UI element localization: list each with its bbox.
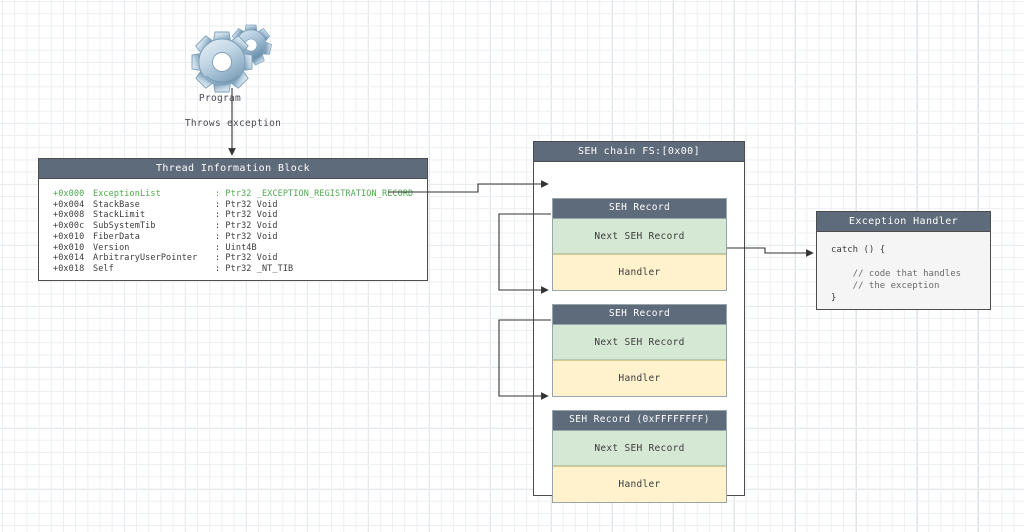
- tib-field-name: StackLimit: [93, 210, 146, 221]
- tib-field-type: : Ptr32 _NT_TIB: [215, 263, 294, 274]
- tib-title: Thread Information Block: [39, 159, 427, 179]
- tib-field-offset: +0x018: [53, 263, 85, 274]
- gears-icon: [188, 18, 280, 98]
- handler-code-line: // the exception: [831, 281, 940, 291]
- tib-field-name: Version: [93, 242, 130, 253]
- seh-chain-title: SEH chain FS:[0x00]: [534, 142, 744, 162]
- seh-record-handler: Handler: [553, 466, 726, 502]
- tib-field-offset: +0x014: [53, 253, 85, 264]
- seh-chain-container[interactable]: SEH chain FS:[0x00] SEH Record Next SEH …: [533, 141, 745, 503]
- seh-record-handler: Handler: [553, 360, 726, 396]
- exception-handler-body: catch () { // code that handles // the e…: [817, 232, 990, 309]
- tib-field-row: +0x010 FiberData : Ptr32 Void: [53, 232, 427, 243]
- tib-field-type: : Ptr32 Void: [215, 231, 278, 242]
- tib-field-row: +0x014 ArbitraryUserPointer : Ptr32 Void: [53, 253, 427, 264]
- handler-code-line: [831, 256, 990, 268]
- seh-record-handler: Handler: [553, 254, 726, 290]
- seh-record-next: Next SEH Record: [553, 430, 726, 466]
- tib-field-type: : Ptr32 Void: [215, 253, 278, 264]
- handler-code-line: // code that handles: [831, 269, 962, 279]
- tib-field-row: +0x00c SubSystemTib : Ptr32 Void: [53, 221, 427, 232]
- tib-field-offset: +0x010: [53, 242, 85, 253]
- tib-field-offset: +0x000: [53, 189, 85, 199]
- throws-exception-label: Throws exception: [184, 118, 282, 129]
- tib-field-name: StackBase: [93, 199, 140, 210]
- tib-field-offset: +0x010: [53, 231, 85, 242]
- tib-field-name: FiberData: [93, 231, 140, 242]
- tib-field-name: ArbitraryUserPointer: [93, 253, 198, 264]
- seh-chain-body: SEH Record Next SEH Record Handler SEH R…: [534, 162, 744, 503]
- seh-record[interactable]: SEH Record Next SEH Record Handler: [552, 304, 727, 397]
- seh-record-title: SEH Record: [553, 305, 726, 324]
- tib-field-row: +0x008 StackLimit : Ptr32 Void: [53, 210, 427, 221]
- tib-field-type: : Ptr32 Void: [215, 221, 278, 232]
- seh-record[interactable]: SEH Record Next SEH Record Handler: [552, 198, 727, 291]
- tib-field-type: : Ptr32 Void: [215, 210, 278, 221]
- tib-field-name: ExceptionList: [93, 189, 161, 199]
- tib-body: +0x000 ExceptionList : Ptr32 _EXCEPTION_RE…: [39, 179, 427, 280]
- tib-field-row: +0x000 ExceptionList : Ptr32 _EXCEPTION_RE…: [53, 189, 427, 200]
- exception-handler-title: Exception Handler: [817, 212, 990, 232]
- tib-field-row: +0x004 StackBase : Ptr32 Void: [53, 200, 427, 211]
- seh-record-title: SEH Record: [553, 199, 726, 218]
- tib-field-name: Self: [93, 263, 114, 274]
- tib-field-name: SubSystemTib: [93, 221, 156, 232]
- tib-field-type: : Uint4B: [215, 242, 257, 253]
- seh-record-next: Next SEH Record: [553, 218, 726, 254]
- tib-field-type: : Ptr32 _EXCEPTION_REGISTRATION_RECORD: [215, 189, 414, 199]
- tib-field-type: : Ptr32 Void: [215, 199, 278, 210]
- exception-handler-box[interactable]: Exception Handler catch () { // code tha…: [816, 211, 991, 310]
- tib-field-row: +0x010 Version : Uint4B: [53, 243, 427, 254]
- handler-code-line: catch () {: [831, 245, 886, 255]
- handler-code-line: }: [831, 293, 837, 303]
- tib-field-offset: +0x004: [53, 199, 85, 210]
- thread-information-block[interactable]: Thread Information Block +0x000 Exception…: [38, 158, 428, 281]
- tib-field-row: +0x018 Self : Ptr32 _NT_TIB: [53, 264, 427, 275]
- tib-field-offset: +0x008: [53, 210, 85, 221]
- seh-record-next: Next SEH Record: [553, 324, 726, 360]
- program-label: Program: [198, 93, 242, 104]
- seh-record-title: SEH Record (0xFFFFFFFF): [553, 411, 726, 430]
- tib-field-offset: +0x00c: [53, 221, 85, 232]
- seh-record-terminator[interactable]: SEH Record (0xFFFFFFFF) Next SEH Record …: [552, 410, 727, 503]
